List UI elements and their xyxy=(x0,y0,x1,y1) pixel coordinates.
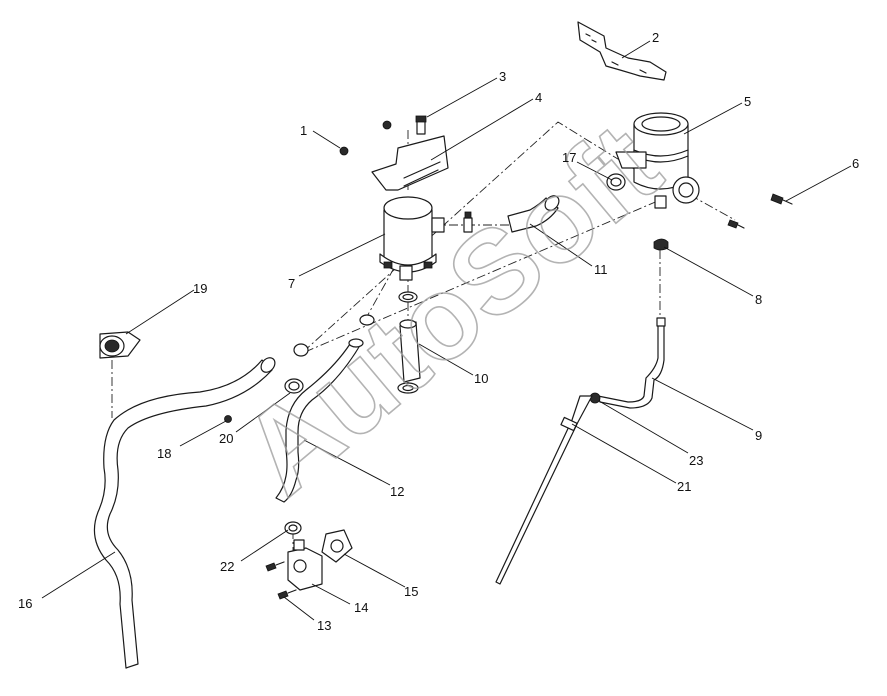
callout-21: 21 xyxy=(677,479,691,494)
callout-20: 20 xyxy=(219,431,233,446)
filter-canister-part-7 xyxy=(379,196,445,281)
nut-small xyxy=(382,120,392,130)
callout-labels: 1 2 3 4 5 6 7 8 9 10 11 12 13 14 15 16 1… xyxy=(18,30,859,633)
pipe-part-9 xyxy=(597,317,666,409)
clamp-hose-16 xyxy=(293,343,309,357)
flange-part-14 xyxy=(287,539,323,591)
callout-2: 2 xyxy=(652,30,659,45)
bolt-part-13 xyxy=(265,561,297,600)
dipstick-tube-part-21 xyxy=(495,395,593,585)
callout-17: 17 xyxy=(562,150,576,165)
long-hose-part-16 xyxy=(93,357,276,669)
clamp-part-22 xyxy=(284,521,302,535)
bolt-small-right xyxy=(727,219,745,229)
callout-6: 6 xyxy=(852,156,859,171)
hose-part-10 xyxy=(399,319,421,383)
callout-16: 16 xyxy=(18,596,32,611)
callout-1: 1 xyxy=(300,123,307,138)
callout-14: 14 xyxy=(354,600,368,615)
clamp-lower-10 xyxy=(397,382,419,394)
bolt-part-6 xyxy=(770,193,793,205)
fitting-connector xyxy=(463,211,473,233)
clip-part-19 xyxy=(99,331,141,359)
bracket-part-2 xyxy=(577,21,667,81)
callout-22: 22 xyxy=(220,559,234,574)
watermark: AutoSoft xyxy=(218,99,684,520)
callout-19: 19 xyxy=(193,281,207,296)
callout-13: 13 xyxy=(317,618,331,633)
callout-18: 18 xyxy=(157,446,171,461)
hose-part-12 xyxy=(275,338,364,503)
callout-7: 7 xyxy=(288,276,295,291)
callout-5: 5 xyxy=(744,94,751,109)
callout-8: 8 xyxy=(755,292,762,307)
clamp-part-20 xyxy=(284,378,304,394)
callout-11: 11 xyxy=(594,262,608,277)
nut-part-1 xyxy=(339,146,349,156)
callout-15: 15 xyxy=(404,584,418,599)
callout-23: 23 xyxy=(689,453,703,468)
elbow-hose-part-11 xyxy=(507,195,560,233)
clamp-left-12 xyxy=(359,314,375,326)
bracket-part-4 xyxy=(371,135,449,191)
leader-lines xyxy=(41,40,852,621)
callout-4: 4 xyxy=(535,90,542,105)
screw-part-18 xyxy=(224,415,232,423)
clamp-upper-10 xyxy=(398,291,418,303)
stud-part-3 xyxy=(415,115,427,135)
callout-10: 10 xyxy=(474,371,488,386)
oil-separator-part-5 xyxy=(615,112,700,209)
callout-12: 12 xyxy=(390,484,404,499)
clamp-part-17 xyxy=(606,173,626,191)
callout-3: 3 xyxy=(499,69,506,84)
gasket-part-15 xyxy=(321,529,353,563)
callout-9: 9 xyxy=(755,428,762,443)
